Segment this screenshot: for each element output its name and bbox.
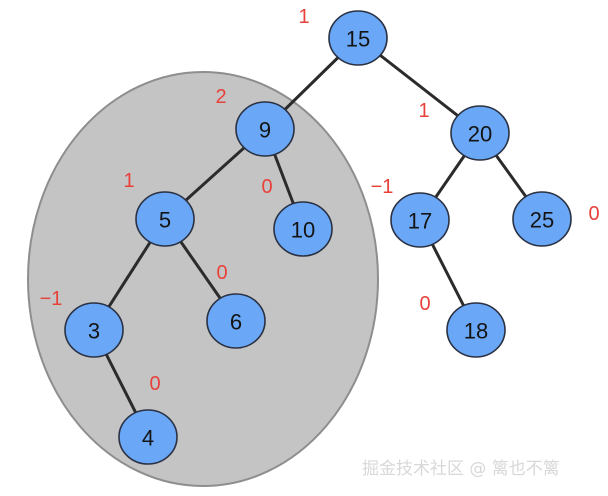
tree-node-value: 9 (259, 118, 271, 143)
tree-node-circle (328, 10, 388, 66)
tree-node-value: 5 (159, 208, 171, 233)
tree-node: 18 (446, 302, 506, 358)
tree-node-value: 6 (230, 310, 242, 335)
balance-factor-label: 0 (419, 293, 430, 315)
tree-node: 6 (206, 293, 266, 349)
tree-node-circle (118, 409, 178, 465)
tree-node: 4 (118, 409, 178, 465)
balance-factor-label: 1 (298, 6, 309, 28)
tree-node-value: 25 (530, 208, 554, 233)
tree-node: 15 (328, 10, 388, 66)
highlighted-subtree-region (27, 71, 379, 487)
tree-node: 20 (450, 105, 510, 161)
balance-factor-label: 1 (123, 170, 134, 192)
tree-node-value: 4 (142, 426, 154, 451)
tree-node-circle (446, 302, 506, 358)
tree-node: 10 (273, 201, 333, 257)
balance-factor-label: −1 (371, 176, 394, 198)
tree-node: 5 (135, 191, 195, 247)
balance-factor-label: 2 (215, 86, 226, 108)
balance-factor-label: 0 (261, 176, 272, 198)
balance-factor-label: 0 (588, 203, 599, 225)
tree-node-value: 18 (464, 319, 488, 344)
tree-node-circle (235, 101, 295, 157)
tree-node: 17 (390, 192, 450, 248)
balance-factor-label: 1 (418, 100, 429, 122)
balance-factor-label: 0 (149, 373, 160, 395)
tree-node: 3 (64, 302, 124, 358)
tree-node-circle (206, 293, 266, 349)
watermark: 掘金技术社区 @ 篱也不篱 (362, 459, 560, 479)
tree-node-value: 17 (408, 209, 432, 234)
tree-node-circle (512, 191, 572, 247)
balance-factor-label: 0 (216, 262, 227, 284)
tree-node-circle (450, 105, 510, 161)
tree-node-value: 3 (88, 319, 100, 344)
balance-factor-label: −1 (40, 288, 63, 310)
tree-node-circle (273, 201, 333, 257)
tree-node: 25 (512, 191, 572, 247)
tree-node-circle (135, 191, 195, 247)
tree-node-value: 20 (468, 122, 492, 147)
tree-node-circle (390, 192, 450, 248)
tree-node-circle (64, 302, 124, 358)
tree-node-value: 10 (291, 218, 315, 243)
tree-node-value: 15 (346, 27, 370, 52)
tree-node: 9 (235, 101, 295, 157)
